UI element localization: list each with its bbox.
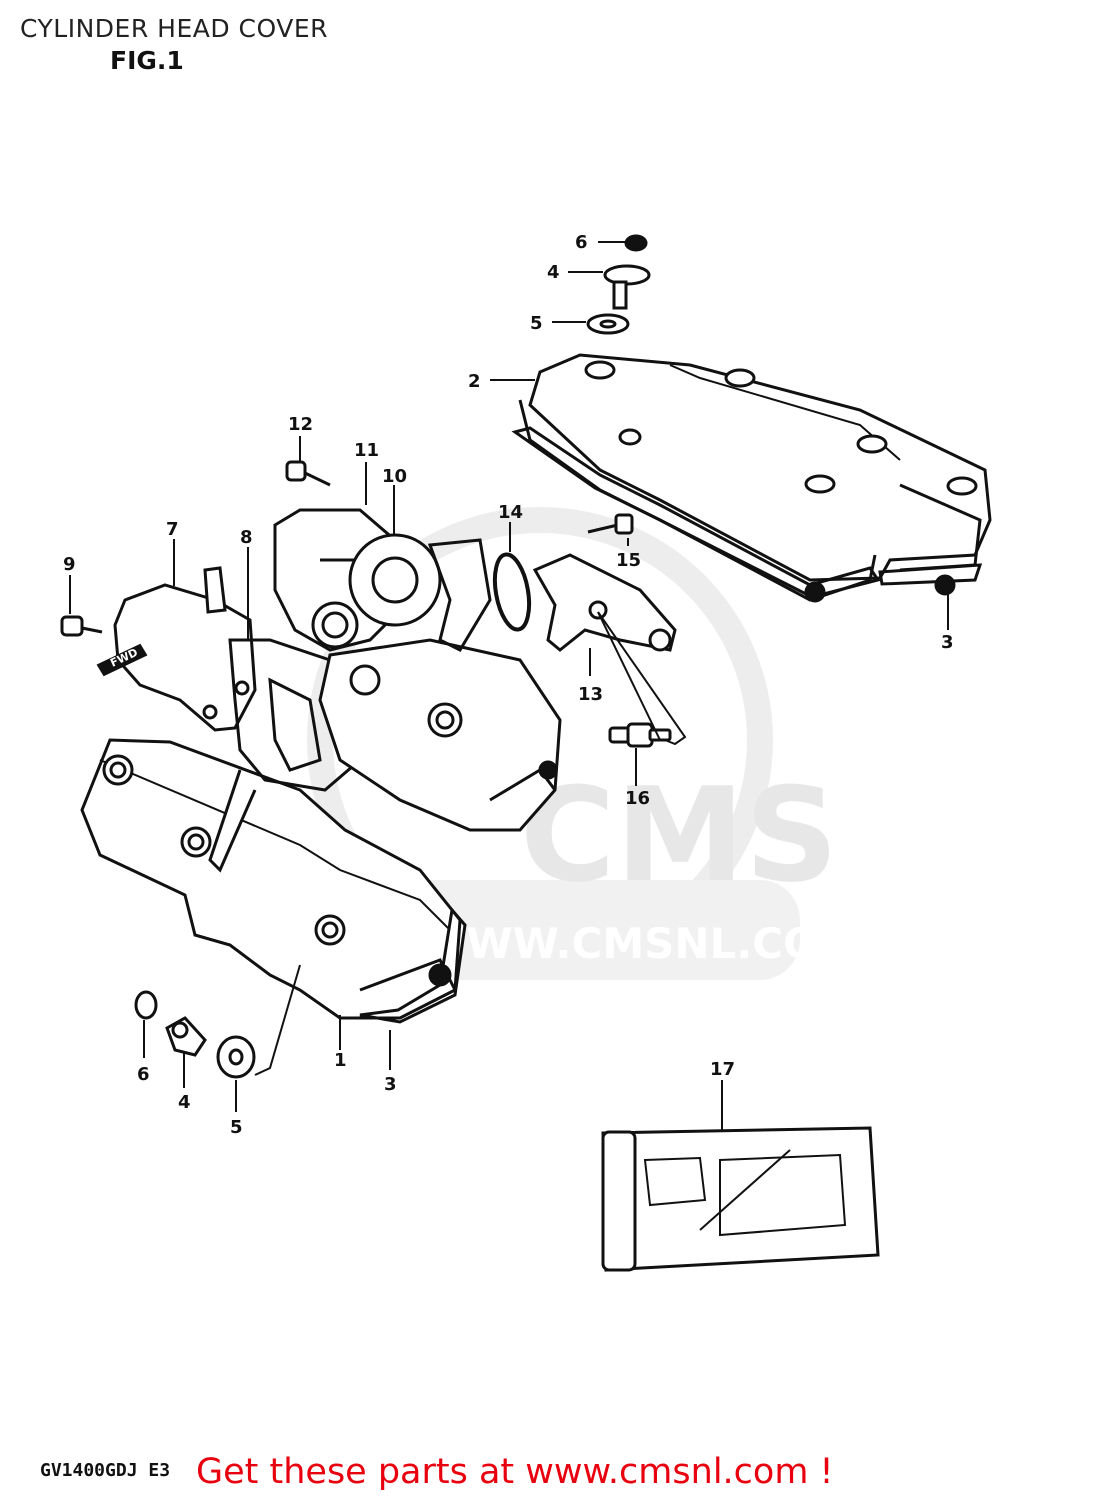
callout-6-bottom: 6	[137, 1064, 150, 1085]
cap-nut-set-bottom	[134, 990, 256, 1079]
callout-11: 11	[354, 440, 379, 461]
callout-17: 17	[710, 1059, 735, 1080]
front-cover-gasket	[359, 906, 467, 1024]
callout-15: 15	[616, 550, 641, 571]
callout-7: 7	[166, 519, 179, 540]
callout-4-top: 4	[547, 262, 560, 283]
callout-9: 9	[63, 554, 76, 575]
water-pipe	[532, 553, 677, 652]
gasket-set-package	[601, 1126, 880, 1272]
rear-cylinder-head-cover	[518, 353, 992, 602]
breather-cover	[113, 566, 257, 732]
o-ring	[492, 552, 532, 632]
bolt-9	[60, 615, 103, 637]
callout-3-right: 3	[941, 632, 954, 653]
watermark-logo-text: CMS	[520, 759, 838, 911]
bolt-15	[587, 513, 634, 535]
figure-label: FIG.1	[110, 46, 184, 75]
bolt-12	[285, 460, 331, 487]
callout-1: 1	[334, 1050, 347, 1071]
thermostat	[348, 533, 442, 627]
page-title: CYLINDER HEAD COVER	[20, 14, 329, 43]
callout-16: 16	[625, 788, 650, 809]
callout-12: 12	[288, 414, 313, 435]
callout-8: 8	[240, 527, 253, 548]
callout-labels: 6 4 5 2 12 11 10 14 15 7 8 9 3 13 16 1 3…	[63, 232, 954, 1138]
front-cylinder-head-cover	[80, 738, 462, 1020]
temperature-sensor	[608, 722, 672, 748]
callout-4-bottom: 4	[178, 1092, 191, 1113]
cap-nut-set-top	[586, 234, 651, 335]
callout-13: 13	[578, 684, 603, 705]
callout-5-bottom: 5	[230, 1117, 243, 1138]
watermark-url-text: WWW.CMSNL.COM	[420, 919, 861, 968]
intake-gasket	[427, 538, 492, 652]
parts-link-banner[interactable]: Get these parts at www.cmsnl.com !	[196, 1452, 834, 1492]
callout-3-bottom: 3	[384, 1074, 397, 1095]
leader-lines	[69, 241, 949, 1130]
callout-6-top: 6	[575, 232, 588, 253]
callout-14: 14	[498, 502, 523, 523]
rear-cover-gasket	[511, 426, 983, 603]
callout-5-top: 5	[530, 313, 543, 334]
model-code: GV1400GDJ E3	[40, 1460, 171, 1481]
callout-10: 10	[382, 466, 407, 487]
callout-2: 2	[468, 371, 481, 392]
middle-cover-housing	[318, 638, 562, 832]
watermark: CMS WWW.CMSNL.COM	[307, 507, 861, 980]
